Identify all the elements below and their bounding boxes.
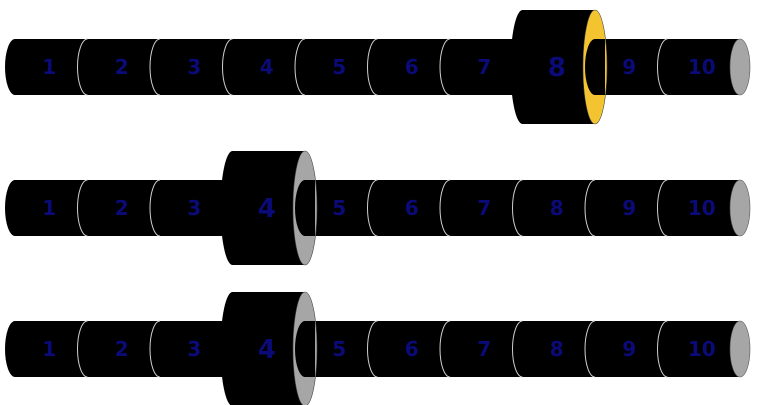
selected-segment-number[interactable]: 8: [548, 53, 566, 83]
cylinder-slider-row[interactable]: 1 2 3 5 6 7 8 9 10 4: [5, 292, 750, 405]
segment-number[interactable]: 8: [550, 196, 564, 220]
segment-number[interactable]: 6: [405, 196, 419, 220]
selected-segment-number[interactable]: 4: [258, 335, 276, 365]
selected-segment-number[interactable]: 4: [258, 194, 276, 224]
segment-number[interactable]: 8: [550, 337, 564, 361]
cylinder-slider-row[interactable]: 1 2 3 4 5 6 7 9 10 8: [5, 10, 750, 124]
cylinder-left-end: [5, 180, 25, 236]
cylinder-end-cap: [730, 180, 750, 236]
cylinder-body-joint: [295, 180, 315, 236]
segment-number[interactable]: 6: [405, 55, 419, 79]
cylinder-left-end: [5, 39, 25, 95]
selected-segment[interactable]: 4: [221, 292, 318, 405]
segment-number[interactable]: 5: [332, 196, 346, 220]
selected-segment-front: [511, 10, 535, 124]
selected-segment[interactable]: 4: [221, 151, 318, 265]
segment-number[interactable]: 4: [260, 55, 274, 79]
segment-number[interactable]: 10: [688, 337, 716, 361]
segment-number[interactable]: 1: [42, 337, 56, 361]
cylinder-left-end: [5, 321, 25, 377]
segment-number[interactable]: 7: [477, 196, 491, 220]
segment-number[interactable]: 2: [115, 196, 129, 220]
segment-number[interactable]: 1: [42, 55, 56, 79]
segment-number[interactable]: 7: [477, 55, 491, 79]
selected-segment[interactable]: 8: [511, 10, 608, 124]
segment-number[interactable]: 3: [187, 337, 201, 361]
segment-number[interactable]: 9: [622, 337, 636, 361]
segment-number[interactable]: 2: [115, 55, 129, 79]
selected-segment-front: [221, 151, 245, 265]
cylinder-end-cap: [730, 321, 750, 377]
segment-number[interactable]: 9: [622, 55, 636, 79]
cylinder-slider-row[interactable]: 1 2 3 5 6 7 8 9 10 4: [5, 151, 750, 265]
cylinder-body-joint: [585, 39, 605, 95]
segment-number[interactable]: 2: [115, 337, 129, 361]
segment-number[interactable]: 9: [622, 196, 636, 220]
segment-number[interactable]: 10: [688, 55, 716, 79]
segment-number[interactable]: 7: [477, 337, 491, 361]
segment-number[interactable]: 6: [405, 337, 419, 361]
segment-number[interactable]: 10: [688, 196, 716, 220]
segment-number[interactable]: 5: [332, 337, 346, 361]
segment-number[interactable]: 5: [332, 55, 346, 79]
selected-segment-front: [221, 292, 245, 405]
cylinder-end-cap: [730, 39, 750, 95]
segment-number[interactable]: 3: [187, 196, 201, 220]
cylinder-body-joint: [295, 321, 315, 377]
segment-number[interactable]: 1: [42, 196, 56, 220]
segment-number[interactable]: 3: [187, 55, 201, 79]
